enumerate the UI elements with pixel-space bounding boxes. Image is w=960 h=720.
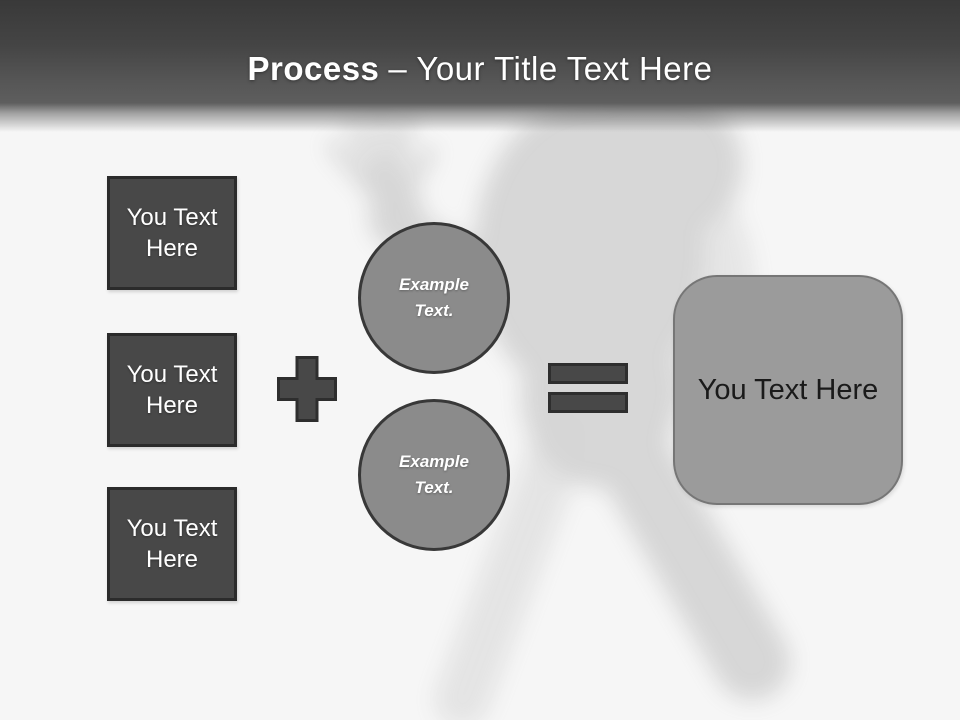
input-box-3-label: You Text Here [126, 515, 218, 573]
equals-bar-bottom [548, 392, 628, 413]
plus-icon[interactable] [277, 356, 337, 422]
page-title[interactable]: Process– Your Title Text Here [0, 50, 960, 88]
result-box[interactable]: You Text Here [673, 275, 903, 505]
input-box-3[interactable]: You Text Here [107, 487, 237, 601]
equals-icon[interactable] [548, 363, 628, 413]
result-box-label: You Text Here [697, 373, 879, 406]
example-circle-2[interactable]: Example Text. [358, 399, 510, 551]
example-circle-2-label: Example Text. [399, 452, 469, 497]
input-box-1[interactable]: You Text Here [107, 176, 237, 290]
input-box-1-label: You Text Here [126, 204, 218, 262]
equals-bar-top [548, 363, 628, 384]
title-keyword: Process [247, 50, 380, 87]
example-circle-1-label: Example Text. [399, 275, 469, 320]
input-box-2-label: You Text Here [126, 361, 218, 419]
title-subtitle: – Your Title Text Here [388, 50, 713, 87]
example-circle-1[interactable]: Example Text. [358, 222, 510, 374]
input-box-2[interactable]: You Text Here [107, 333, 237, 447]
